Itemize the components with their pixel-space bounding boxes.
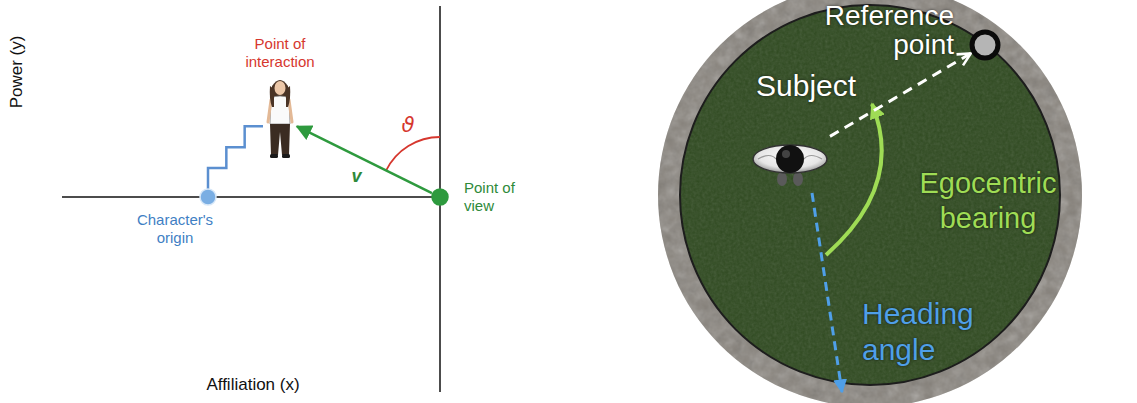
- angle-arc: [386, 137, 440, 170]
- node-label: Reference point: [804, 1, 954, 60]
- point-marker: [198, 187, 218, 207]
- foot: [777, 172, 787, 186]
- trousers: [270, 124, 290, 155]
- arm: [289, 100, 292, 122]
- face: [275, 81, 286, 95]
- annotation-label: Power (y): [7, 36, 27, 109]
- point-dot: [200, 189, 216, 205]
- shoe: [270, 154, 278, 158]
- shoe: [282, 154, 290, 158]
- hair: [270, 86, 274, 107]
- vector-label: v: [349, 165, 363, 186]
- person-figure: [263, 77, 297, 159]
- node-label: Point of view: [464, 179, 534, 215]
- figure-node: Point of view: [430, 179, 534, 215]
- point-dot: [432, 189, 448, 205]
- subject-figure: [750, 132, 830, 188]
- hair: [286, 86, 290, 107]
- arena-rim-texture: [658, 0, 1082, 403]
- figure-node: Reference point: [804, 1, 1002, 62]
- affiliation-axis: [62, 196, 440, 198]
- reference-ring: [972, 32, 998, 58]
- figure-node: Subject: [750, 68, 856, 188]
- head-highlight: [782, 150, 790, 158]
- annotation-label: Affiliation (x): [206, 375, 299, 395]
- arena-rim: [658, 0, 1082, 403]
- connector: [208, 126, 263, 189]
- figure-node: Character's origin: [130, 187, 218, 247]
- annotation-label: ϑ: [401, 113, 414, 138]
- figure-node: Point of interaction: [233, 35, 328, 159]
- foot: [793, 172, 803, 186]
- head: [776, 145, 804, 173]
- annotation-label: Heading angle: [862, 296, 1022, 368]
- reference-marker: [968, 28, 1002, 62]
- annotation-label: Egocentric bearing: [898, 166, 1078, 236]
- arm: [268, 100, 271, 122]
- node-label: Character's origin: [130, 211, 220, 247]
- node-label: Subject: [756, 68, 856, 104]
- point-marker: [430, 187, 450, 207]
- heading-arrow: [812, 193, 842, 392]
- bearing-arrow: [826, 104, 882, 255]
- node-label: Point of interaction: [233, 35, 328, 71]
- shoulders: [753, 145, 827, 173]
